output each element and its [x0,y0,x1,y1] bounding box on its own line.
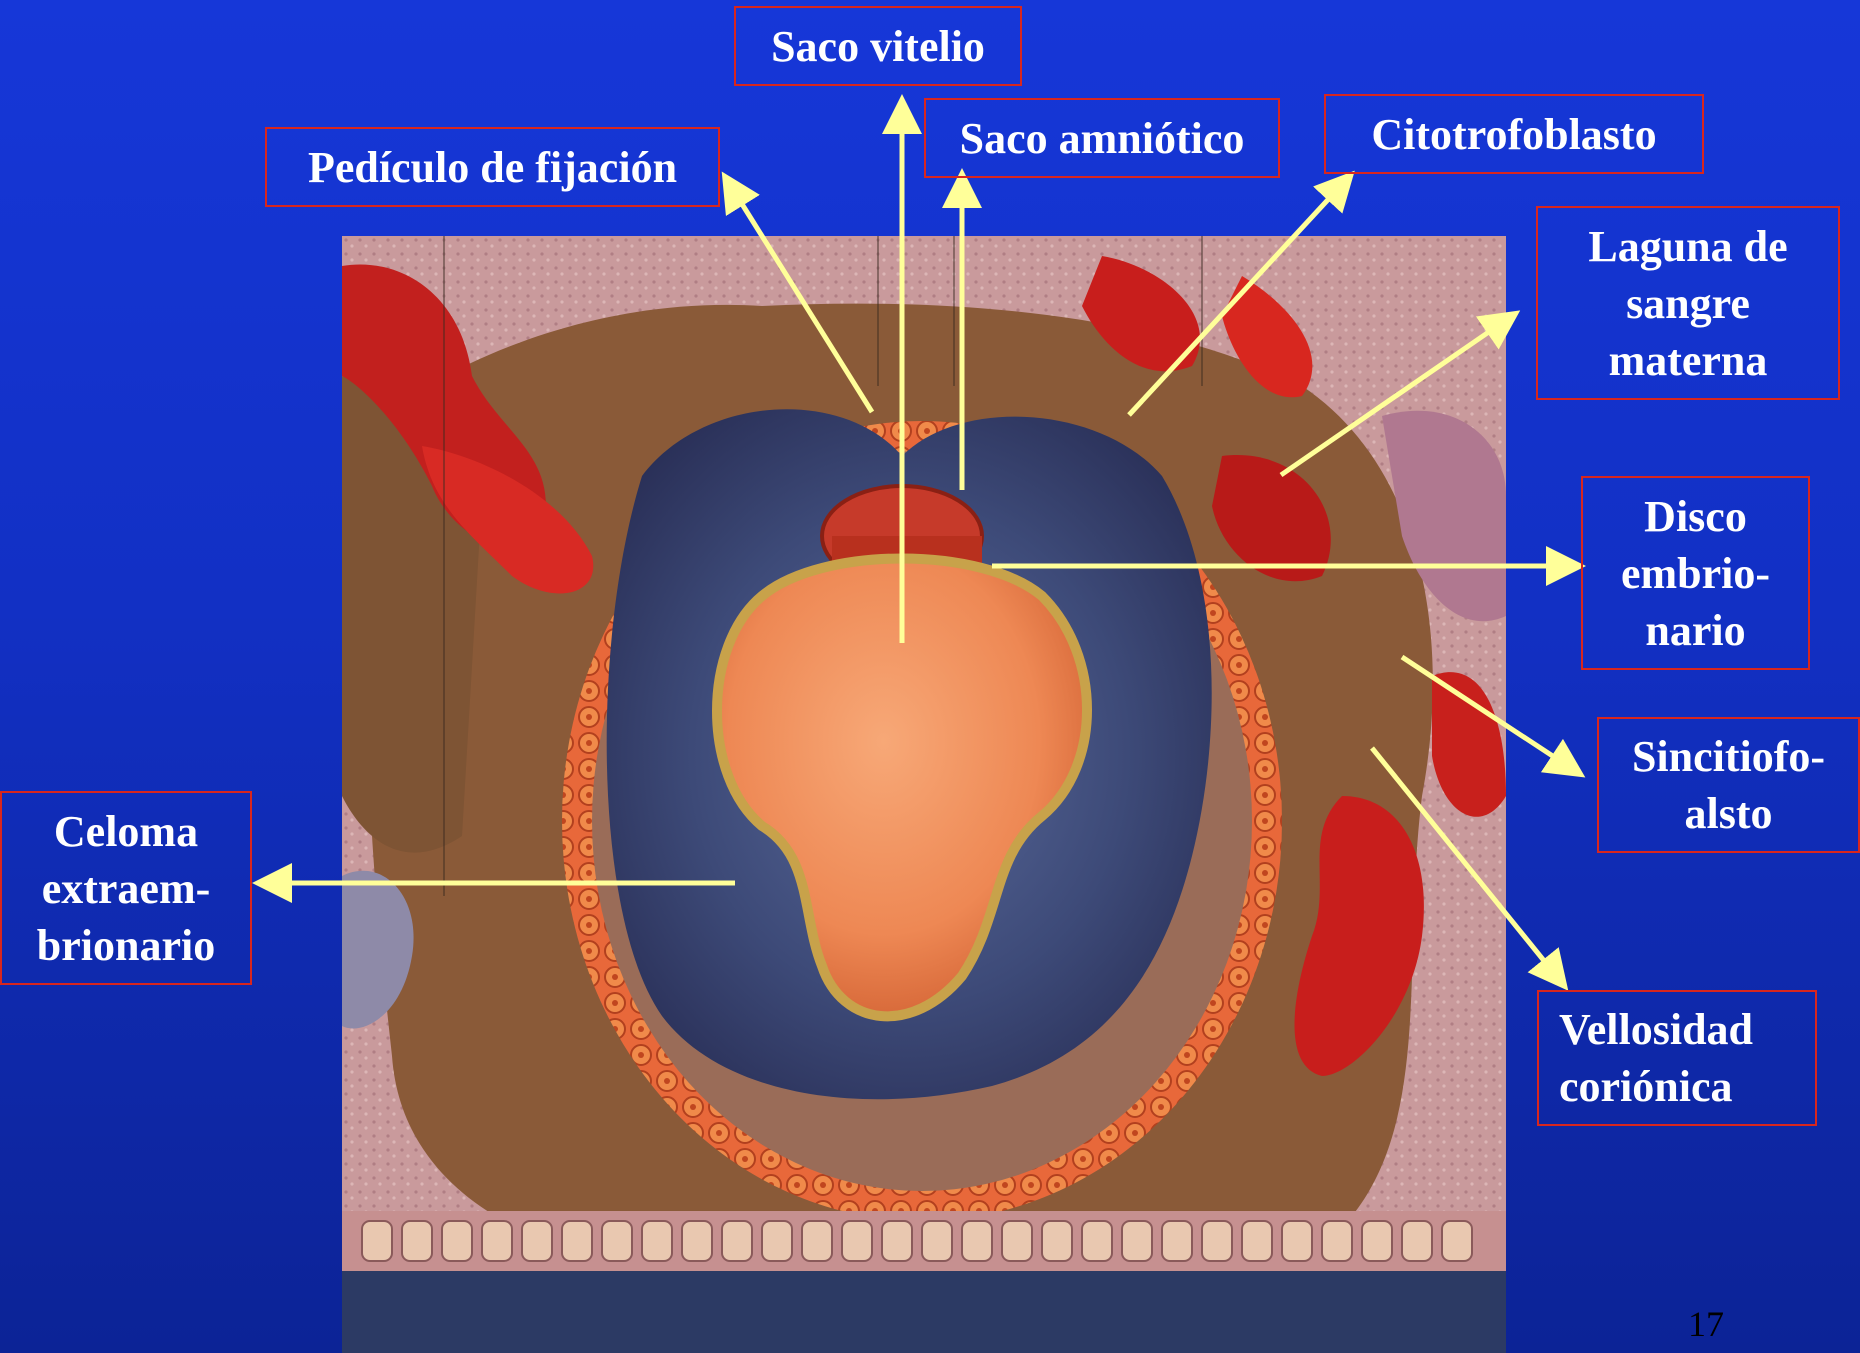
label-saco-vitelio-text: Saco vitelio [771,18,985,75]
label-laguna-sangre-materna: Laguna de sangre materna [1536,206,1840,400]
label-pediculo-fijacion-text: Pedículo de fijación [308,139,677,196]
label-saco-amniotico: Saco amniótico [924,98,1280,178]
label-sincitiotrofoblasto: Sincitiofo- alsto [1597,717,1860,853]
label-vellosidad-corionica: Vellosidad coriónica [1537,990,1817,1126]
label-citotrofoblasto-text: Citotrofoblasto [1371,106,1656,163]
label-saco-vitelio: Saco vitelio [734,6,1022,86]
label-vellosidad-corionica-text: Vellosidad coriónica [1559,1001,1753,1115]
label-disco-embrionario-text: Disco embrio- nario [1621,488,1770,659]
label-saco-amniotico-text: Saco amniótico [960,110,1245,167]
label-sincitiotrofoblasto-text: Sincitiofo- alsto [1632,728,1825,842]
label-laguna-sangre-materna-text: Laguna de sangre materna [1588,218,1787,389]
embryo-illustration [342,236,1506,1353]
slide-page-number: 17 [1688,1303,1724,1345]
label-disco-embrionario: Disco embrio- nario [1581,476,1810,670]
label-celoma-extraembrionario-text: Celoma extraem- brionario [37,803,215,974]
label-celoma-extraembrionario: Celoma extraem- brionario [0,791,252,985]
label-citotrofoblasto: Citotrofoblasto [1324,94,1704,174]
label-pediculo-fijacion: Pedículo de fijación [265,127,720,207]
